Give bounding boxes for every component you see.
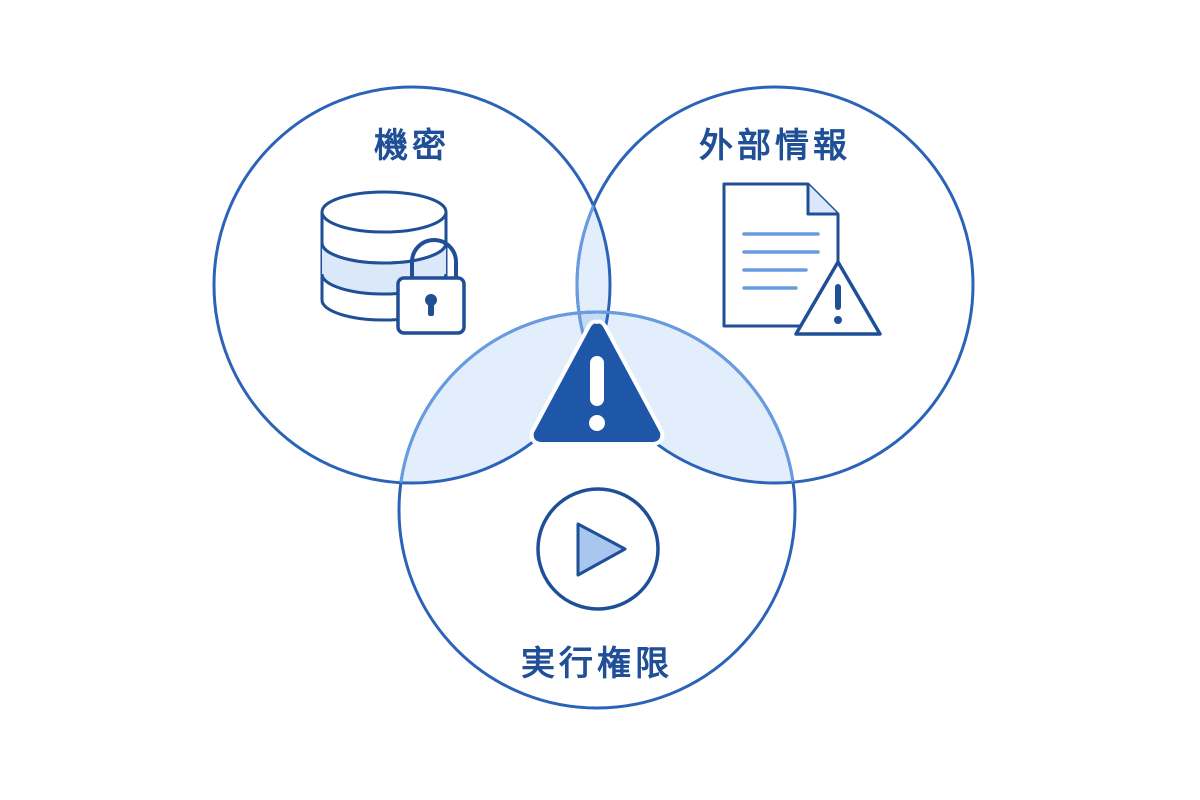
warning-triangle-icon [529,319,665,446]
overlap-external-execution [577,312,795,483]
circle-confidential [212,85,612,485]
set-label-confidential: 機密 [374,126,450,166]
document-warning-icon [722,182,882,336]
play-circle-icon [536,487,660,611]
set-label-external: 外部情報 [699,126,851,166]
set-label-execution: 実行権限 [521,644,673,684]
overlap-confidential-execution [399,312,610,483]
database-lock-icon [320,190,466,335]
